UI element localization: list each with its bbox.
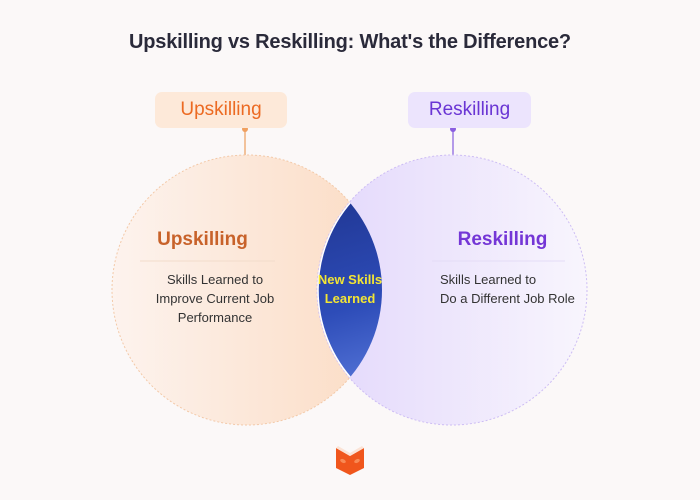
upskilling-heading: Upskilling — [157, 229, 248, 250]
reskilling-circle — [316, 154, 588, 426]
overlap-label: New Skills Learned — [317, 272, 383, 306]
book-icon — [336, 446, 364, 475]
reskilling-tag: Reskilling — [408, 92, 531, 128]
upskilling-tag: Upskilling — [155, 92, 287, 128]
page-title: Upskilling vs Reskilling: What's the Dif… — [129, 31, 571, 53]
reskilling-heading: Reskilling — [457, 229, 548, 250]
reskilling-description: Skills Learned to Do a Different Job Rol… — [440, 272, 575, 306]
overlap-lens — [317, 155, 382, 425]
upskilling-description: Skills Learned to Improve Current Job Pe… — [155, 272, 275, 325]
